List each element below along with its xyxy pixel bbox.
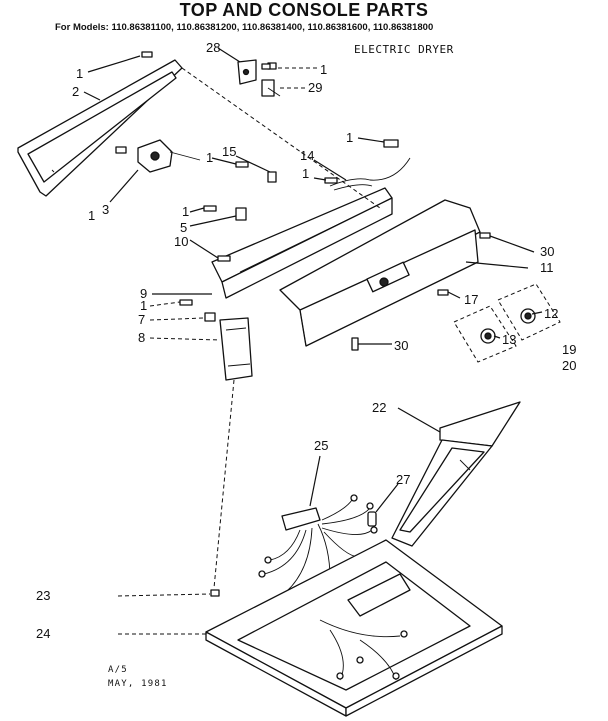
callout-14: 14 bbox=[300, 148, 314, 163]
diagram-subtitle: ELECTRIC DRYER bbox=[354, 43, 454, 56]
callout-7: 7 bbox=[138, 312, 145, 327]
callout-2: 2 bbox=[72, 84, 79, 99]
callout-27: 27 bbox=[396, 472, 410, 487]
callout-1c: 1 bbox=[346, 130, 353, 145]
callout-9: 9 bbox=[140, 286, 147, 301]
callout-3: 3 bbox=[102, 202, 109, 217]
part-knobs bbox=[453, 283, 561, 363]
callout-11: 11 bbox=[540, 260, 554, 275]
part-clip bbox=[367, 511, 377, 527]
callout-15: 15 bbox=[222, 144, 236, 159]
part-top-cabinet bbox=[205, 539, 503, 717]
callout-25: 25 bbox=[314, 438, 328, 453]
callout-1g: 1 bbox=[140, 298, 147, 313]
leader-lines bbox=[83, 47, 543, 635]
part-cover-panel bbox=[219, 317, 253, 381]
callout-1e: 1 bbox=[302, 166, 309, 181]
part-screws bbox=[141, 51, 491, 351]
callout-1d: 1 bbox=[206, 150, 213, 165]
callout-1a: 1 bbox=[76, 66, 83, 81]
part-lint-housing bbox=[391, 401, 521, 547]
part-clip-23 bbox=[210, 589, 220, 597]
part-terminal-block bbox=[258, 494, 378, 593]
model-numbers: For Models: 110.86381100, 110.86381200, … bbox=[55, 22, 434, 33]
callout-22: 22 bbox=[372, 400, 386, 415]
part-timer bbox=[115, 139, 201, 173]
part-bracket bbox=[237, 59, 281, 97]
callout-30b: 30 bbox=[394, 338, 408, 353]
part-rear-panel bbox=[17, 59, 183, 197]
callout-29: 29 bbox=[308, 80, 322, 95]
callout-8: 8 bbox=[138, 330, 145, 345]
callout-19: 19 bbox=[562, 342, 576, 357]
callout-12: 12 bbox=[544, 306, 558, 321]
footer-code: A/5 bbox=[108, 665, 128, 675]
callout-23: 23 bbox=[36, 588, 50, 603]
part-control-panel bbox=[211, 187, 481, 347]
callout-1-near-3: 1 bbox=[88, 208, 95, 223]
callout-20: 20 bbox=[562, 358, 576, 373]
callout-5: 5 bbox=[180, 220, 187, 235]
callout-1b: 1 bbox=[320, 62, 327, 77]
callout-1f: 1 bbox=[182, 204, 189, 219]
callout-24: 24 bbox=[36, 626, 50, 641]
callout-13: 13 bbox=[502, 332, 516, 347]
callout-10: 10 bbox=[174, 234, 188, 249]
callout-30a: 30 bbox=[540, 244, 554, 259]
callout-labels: 1 2 28 1 29 1 3 1 1 15 14 1 1 5 10 30 11… bbox=[36, 40, 576, 641]
footer-date: MAY, 1981 bbox=[108, 679, 168, 689]
part-wire-harness bbox=[329, 139, 411, 191]
callout-17: 17 bbox=[464, 292, 478, 307]
page-title: TOP AND CONSOLE PARTS bbox=[179, 0, 429, 20]
callout-28: 28 bbox=[206, 40, 220, 55]
